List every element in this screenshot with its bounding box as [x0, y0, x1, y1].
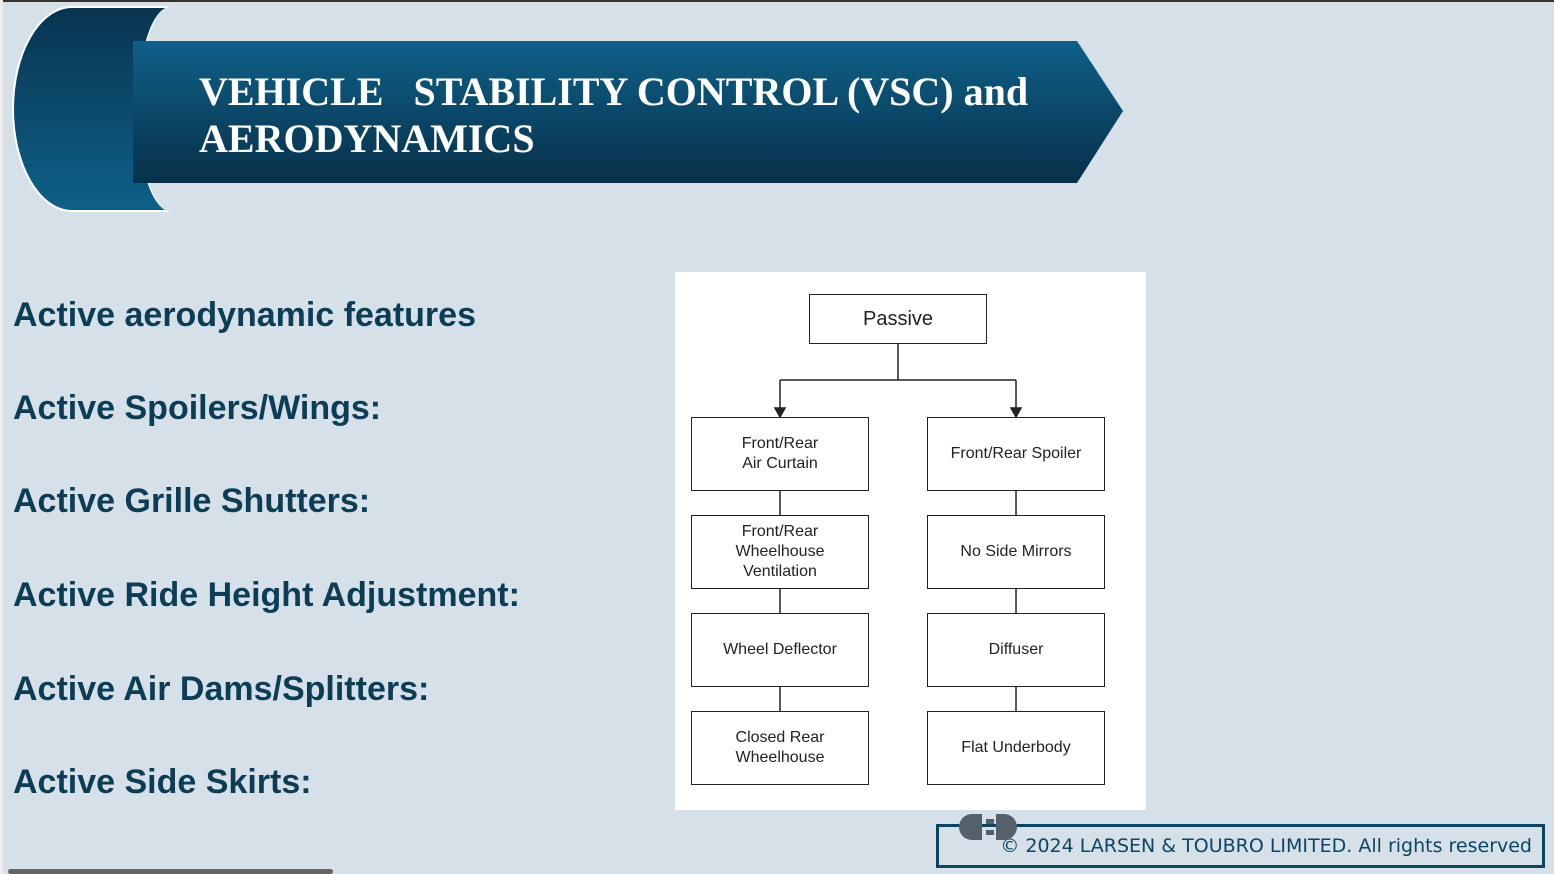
passive-diagram: Passive Front/Rear Air Curtain Front/Rea…	[675, 272, 1146, 810]
heading-active-aero: Active aerodynamic features	[13, 296, 476, 334]
scrollbar[interactable]	[8, 869, 333, 874]
item-grille: Active Grille Shutters:	[13, 482, 371, 520]
box-flat-underbody: Flat Underbody	[927, 711, 1105, 785]
left-border	[0, 0, 3, 874]
item-air-dams: Active Air Dams/Splitters:	[13, 670, 430, 708]
diagram-connectors	[773, 343, 1023, 711]
box-wheel-deflector: Wheel Deflector	[691, 613, 869, 687]
top-border	[0, 0, 1554, 2]
item-spoilers: Active Spoilers/Wings:	[13, 389, 382, 427]
box-closed-rear-wheelhouse: Closed Rear Wheelhouse	[691, 711, 869, 785]
copyright-text: © 2024 LARSEN & TOUBRO LIMITED. All righ…	[1000, 835, 1532, 857]
title-banner	[133, 41, 1123, 183]
box-air-curtain: Front/Rear Air Curtain	[691, 417, 869, 491]
box-wheelhouse-ventilation: Front/Rear Wheelhouse Ventilation	[691, 515, 869, 589]
item-side-skirts: Active Side Skirts:	[13, 763, 312, 801]
plug-icon	[959, 814, 1017, 840]
box-diffuser: Diffuser	[927, 613, 1105, 687]
box-no-side-mirrors: No Side Mirrors	[927, 515, 1105, 589]
item-ride-height: Active Ride Height Adjustment:	[13, 576, 520, 614]
page-title: VEHICLE STABILITY CONTROL (VSC) and AERO…	[199, 69, 1029, 161]
footer: © 2024 LARSEN & TOUBRO LIMITED. All righ…	[936, 824, 1545, 868]
box-passive: Passive	[809, 294, 987, 344]
box-spoiler: Front/Rear Spoiler	[927, 417, 1105, 491]
